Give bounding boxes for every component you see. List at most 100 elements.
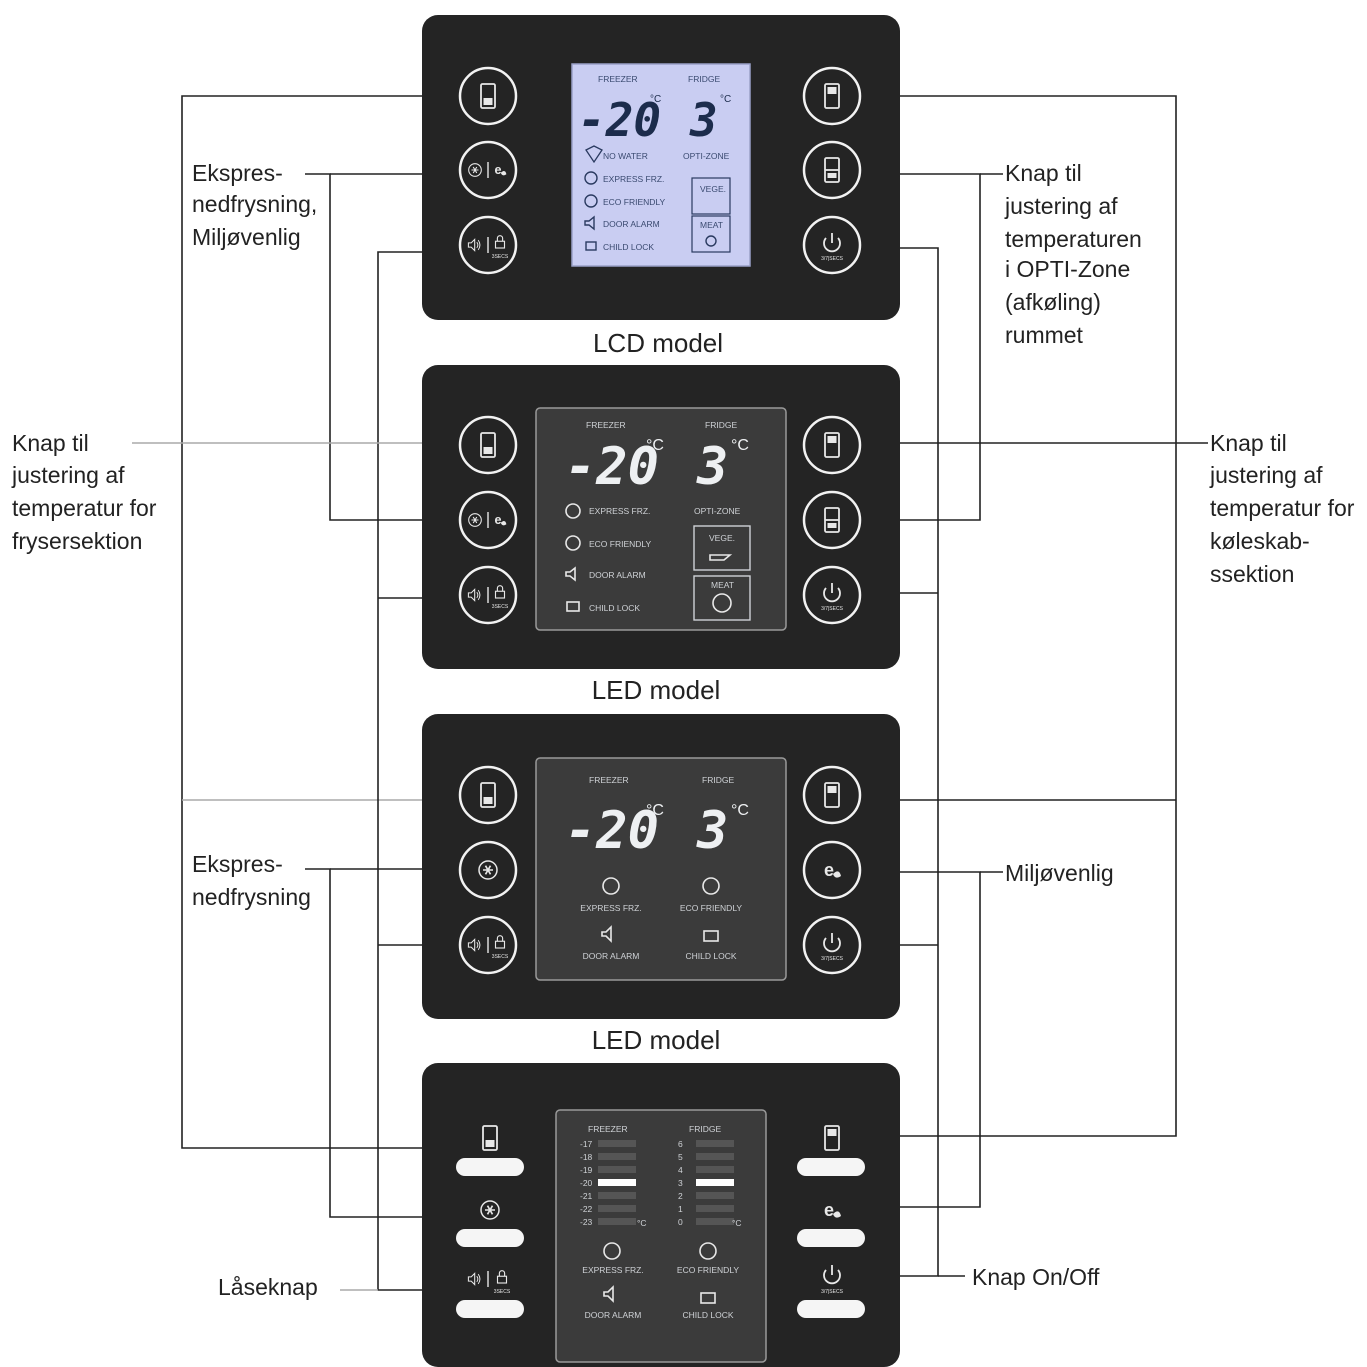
lcd-fridge-button[interactable] [802,66,862,126]
btn-standby: 3/7|SECS [821,956,844,962]
led2-power-button[interactable]: 3/7|SECS [802,915,862,975]
led2-eco: ECO FRIENDLY [680,903,743,913]
meat-icon [705,235,717,247]
lcd-express: EXPRESS FRZ. [603,174,664,184]
bar-panel: FREEZER FRIDGE -17-18-19-20-21-22-23 654… [422,1063,900,1367]
freezer-level-bar [598,1218,636,1225]
btn-3secs: 3SECS [494,1289,511,1295]
callout-express-line-2: nedfrysning [192,884,311,910]
lcd-child-lock: CHILD LOCK [603,242,654,252]
bar-express-button[interactable] [456,1200,524,1247]
btn-3secs: 3SECS [492,254,509,260]
led2-child-lock: CHILD LOCK [685,951,736,961]
callout-fridge-temp-line-3: temperatur for [1210,495,1355,521]
led2-fridge-label: FRIDGE [702,775,734,785]
lcd-freezer-button[interactable] [458,66,518,126]
bar-alarm-lock-button[interactable]: 3SECS [456,1270,524,1318]
callout-opti-zone-line-6: rummet [1005,322,1084,348]
bar-power-button[interactable]: 3/7|SECS [797,1264,865,1318]
fridge-level-bar [696,1192,734,1199]
freezer-level-label: -22 [580,1204,593,1214]
eco-icon [699,1242,717,1260]
lcd-alarm-lock-button[interactable]: 3SECS [458,215,518,275]
fridge-level-bar [696,1179,734,1186]
express-icon [603,1242,621,1260]
lcd-meat: MEAT [700,220,723,230]
freezer-level-bar [598,1179,636,1186]
callout-freezer-temp-line-2: justering af [11,462,125,488]
lcd-opti-zone-button[interactable] [802,140,862,200]
fridge-level-label: 2 [678,1191,683,1201]
led1-fridge-deg: °C [731,437,749,454]
led1-alarm-lock-button[interactable]: 3SECS [458,565,518,625]
fridge-level-bar [696,1140,734,1147]
lock-icon [585,241,597,251]
bar-freezer-unit: °C [637,1218,647,1228]
lcd-freezer-label: FREEZER [598,74,638,84]
bar-fridge-button[interactable] [797,1125,865,1176]
lcd-power-button[interactable]: 3/7|SECS [802,215,862,275]
led1-fridge-button[interactable] [802,415,862,475]
led1-freezer-deg: °C [646,437,664,454]
led1-fridge-label: FRIDGE [705,420,737,430]
bar-door-alarm: DOOR ALARM [585,1310,642,1320]
led1-express-eco-button[interactable] [458,490,518,550]
eco-icon [584,194,598,208]
btn-standby: 3/7|SECS [821,606,844,612]
bar-eco-button[interactable] [797,1200,865,1247]
callout-fridge-temp: Knap til justering af temperatur for køl… [1209,430,1355,587]
callout-opti-zone-line-5: (afkøling) [1005,289,1101,315]
btn-standby: 3/7|SECS [821,256,844,262]
led-panel-1: FREEZER FRIDGE -20 °C 3 °C EXPRESS FRZ. … [422,365,900,669]
led1-opti-zone: OPTI-ZONE [694,506,741,516]
eco-icon [702,877,720,895]
lcd-vege: VEGE. [700,184,726,194]
led2-eco-button[interactable] [802,840,862,900]
lcd-eco: ECO FRIENDLY [603,197,666,207]
bar-fridge-unit: °C [732,1218,742,1228]
btn-standby: 3/7|SECS [821,1289,844,1295]
callout-fridge-temp-line-5: ssektion [1210,561,1294,587]
led2-freezer-temp: -20 [565,801,659,861]
callout-opti-zone-line-4: i OPTI-Zone [1005,256,1130,282]
led2-freezer-deg: °C [646,802,664,819]
fridge-level-bar [696,1205,734,1212]
bar-child-lock: CHILD LOCK [682,1310,733,1320]
fridge-level-bar [696,1218,734,1225]
led1-power-button[interactable]: 3/7|SECS [802,565,862,625]
bar-freezer-button[interactable] [456,1125,524,1176]
led2-express-button[interactable] [458,840,518,900]
callout-opti-zone-line-2: justering af [1004,193,1118,219]
freezer-level-label: -19 [580,1165,593,1175]
fridge-level-label: 3 [678,1178,683,1188]
callout-express-eco-line-3: Miljøvenlig [192,224,301,250]
freezer-level-bar [598,1192,636,1199]
vege-icon [709,554,733,561]
led1-freezer-button[interactable] [458,415,518,475]
led2-freezer-button[interactable] [458,765,518,825]
lcd-display [571,63,751,267]
callout-eco-line-1: Miljøvenlig [1005,860,1114,886]
led1-child-lock: CHILD LOCK [589,603,640,613]
callout-express-eco-line-1: Ekspres- [192,160,283,186]
lcd-express-eco-button[interactable] [458,140,518,200]
callout-fridge-temp-line-2: justering af [1209,462,1323,488]
led1-eco: ECO FRIENDLY [589,539,652,549]
callout-express-eco-line-2: nedfrysning, [192,191,317,217]
lcd-no-water: NO WATER [603,151,648,161]
freezer-level-label: -17 [580,1139,593,1149]
btn-3secs: 3SECS [492,604,509,610]
led2-fridge-button[interactable] [802,765,862,825]
led1-fridge-temp: 3 [696,437,728,497]
lock-icon [566,601,580,612]
callout-freezer-temp-line-1: Knap til [12,430,89,456]
led2-alarm-lock-button[interactable]: 3SECS [458,915,518,975]
led1-opti-zone-button[interactable] [802,490,862,550]
callout-opti-zone-line-1: Knap til [1005,160,1082,186]
led1-display [535,407,787,631]
bar-freezer-label: FREEZER [588,1124,628,1134]
freezer-level-bar [598,1166,636,1173]
express-icon [584,171,598,185]
